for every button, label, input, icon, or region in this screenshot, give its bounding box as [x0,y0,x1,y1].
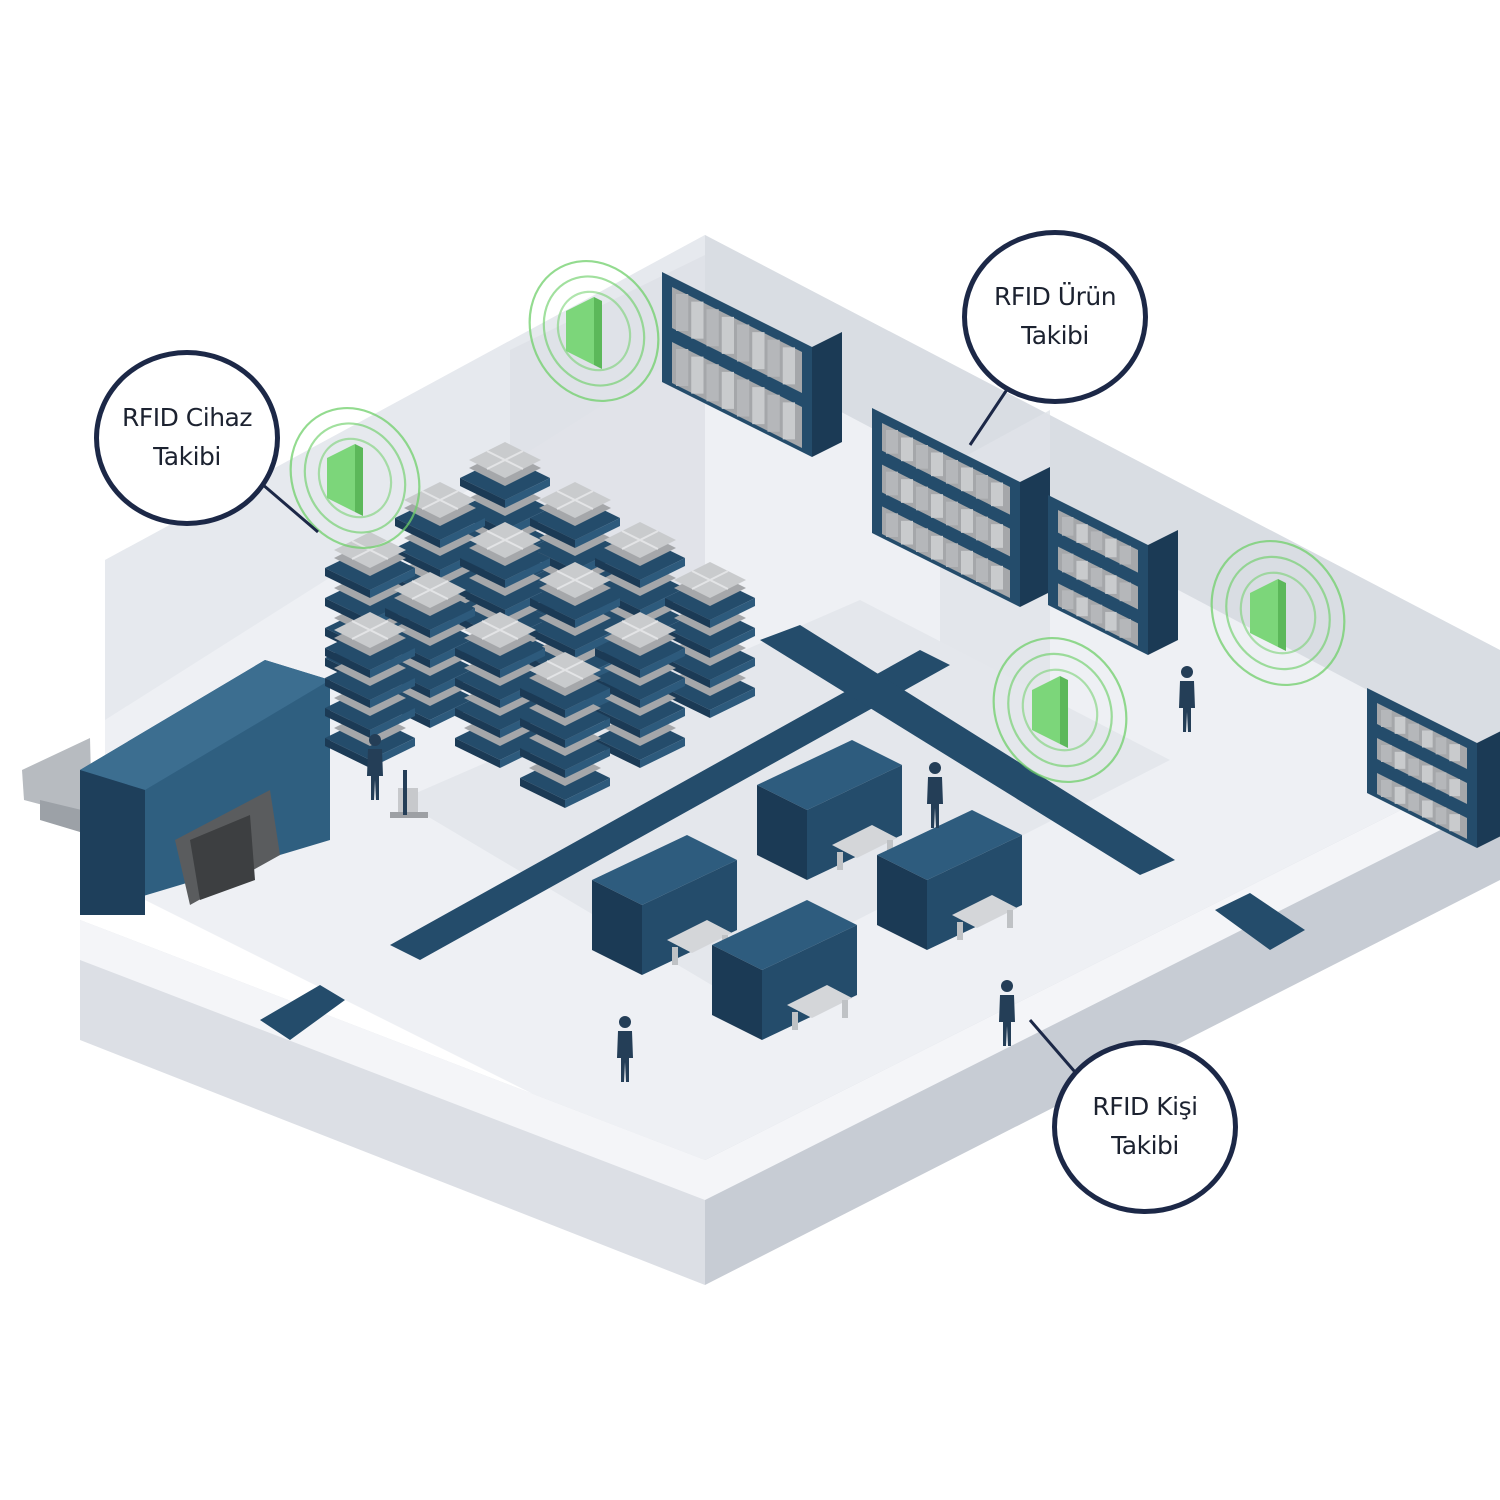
workstation-icon [592,835,737,975]
person-group [367,666,1195,1082]
callout-product-line2: Takibi [1021,321,1089,350]
pallet-stack-icon [325,612,415,768]
pallet-stack-icon [595,612,685,768]
floor-top-rim [80,760,1500,1200]
floor-lane-main [390,650,950,960]
callout-product-line1: RFID Ürün [993,282,1117,312]
callout-person-pointer [1028,1019,1077,1073]
callout-product-pointer [968,387,1010,446]
forklift-icon [390,770,428,818]
callout-person-line1: RFID Kişi [1092,1092,1198,1122]
workstation-group [592,740,1022,1040]
floor-lane-cross [760,625,1175,875]
pallet-stack-icon [665,562,755,718]
rfid-tag-icon [289,406,421,550]
person-icon [367,734,383,800]
truck-icon [22,738,92,835]
callout-product-tracking: RFID Ürün Takibi [962,230,1148,404]
shelf-rack-icon [1048,495,1178,655]
callout-device-pointer [254,476,319,534]
pallet-stack-icon [455,612,545,768]
back-wall-right [705,235,1500,760]
callout-device-line2: Takibi [153,442,221,471]
shelf-rack-icon [662,272,842,457]
callout-device-tracking: RFID Cihaz Takibi [94,350,280,526]
pallet-stack-group [325,442,755,808]
shelf-rack-icon [872,408,1050,607]
rfid-tag-icon [992,636,1128,784]
person-icon [927,762,943,828]
person-icon [617,1016,633,1082]
rfid-tag-icon [528,259,660,403]
shelf-rack-group [662,272,1500,848]
rfid-tag-icon [1210,539,1346,687]
shelf-rack-icon [1367,688,1500,848]
workstation-icon [877,810,1022,950]
callout-person-tracking: RFID Kişi Takibi [1052,1040,1238,1214]
loading-dock [80,660,330,915]
workstation-icon [757,740,902,880]
person-icon [1179,666,1195,732]
rfid-reader-group [289,259,1346,784]
pallet-stack-icon [520,652,610,808]
floor-marker-right [1215,893,1305,950]
person-icon [999,980,1015,1046]
floor-marker-left [260,985,345,1040]
callout-device-line1: RFID Cihaz [121,403,253,433]
workstation-icon [712,900,857,1040]
callout-person-line2: Takibi [1111,1131,1179,1160]
